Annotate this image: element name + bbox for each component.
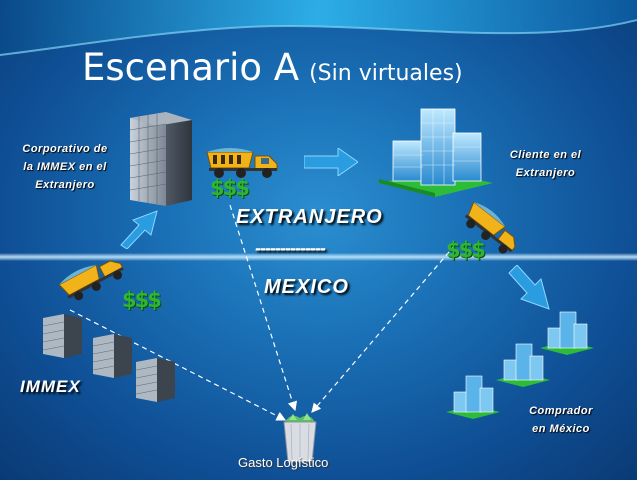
- dump-truck-icon: [464, 201, 516, 254]
- border-dashes: --------------: [255, 238, 326, 258]
- buyer-building-icon: [540, 311, 594, 355]
- corporativo-line: la IMMEX en el: [23, 161, 107, 173]
- title-text: Escenario A: [82, 46, 300, 89]
- comprador-line: en México: [532, 423, 590, 435]
- arrow-down-right-icon: [508, 265, 550, 310]
- client-building-icon: [379, 108, 493, 197]
- comprador-label: Comprador en México: [516, 402, 606, 438]
- immex-building-icon: [135, 358, 175, 402]
- corporativo-line: Corporativo de: [22, 143, 108, 155]
- subtitle-text: (Sin virtuales): [309, 61, 463, 86]
- comprador-line: Comprador: [529, 405, 593, 417]
- immex-label: IMMEX: [20, 377, 81, 396]
- immex-building-icon: [92, 334, 132, 378]
- buyer-building-icon: [496, 343, 550, 387]
- money-icon: $$$: [446, 238, 486, 262]
- corporativo-label: Corporativo de la IMMEX en el Extranjero: [14, 140, 116, 194]
- corporativo-line: Extranjero: [35, 179, 95, 191]
- arrow-up-icon: [120, 210, 158, 249]
- mexico-label: MEXICO: [264, 276, 349, 298]
- cliente-line: Cliente en el: [509, 149, 582, 161]
- money-icon: $$$: [210, 176, 250, 200]
- waste-basket-icon: [283, 413, 317, 463]
- page-title: Escenario A (Sin virtuales): [82, 46, 463, 89]
- cliente-line: Extranjero: [515, 167, 576, 179]
- gasto-logistico-label: Gasto Logístico: [238, 455, 329, 470]
- money-icon: $$$: [122, 288, 162, 312]
- dump-truck-icon: [58, 260, 124, 301]
- cliente-label: Cliente en el Extranjero: [498, 146, 593, 182]
- buyer-building-icon: [446, 375, 500, 419]
- dump-truck-icon: [206, 148, 278, 178]
- arrow-right-icon: [304, 148, 358, 176]
- corporate-building-icon: [129, 112, 192, 206]
- extranjero-label: EXTRANJERO: [236, 206, 383, 228]
- immex-building-icon: [42, 314, 82, 358]
